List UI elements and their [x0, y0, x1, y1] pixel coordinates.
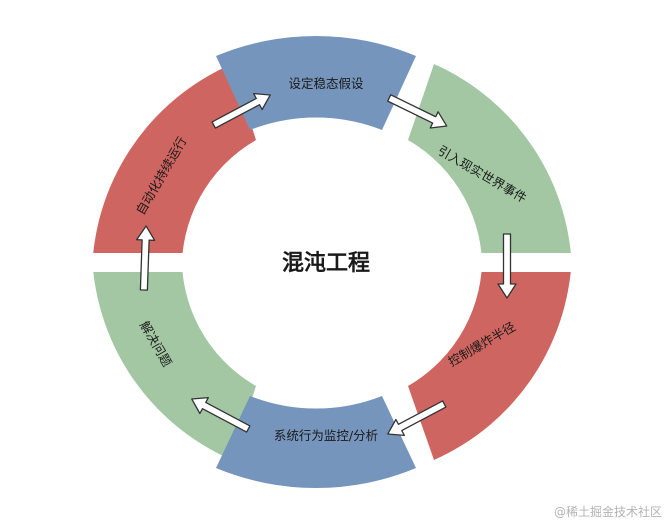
arrow-events-to-blast-icon — [497, 233, 517, 299]
label-analyze: 系统行为监控/分析 — [274, 428, 378, 443]
center-title: 混沌工程 — [282, 251, 370, 276]
arrow-solve-to-automate-icon — [135, 225, 156, 291]
arrow-hypothesis-to-events-icon — [387, 94, 448, 129]
arrow-automate-to-hypothesis-icon — [211, 92, 271, 129]
ring-top-half — [93, 35, 571, 253]
segment-automate — [93, 64, 256, 253]
segment-solve — [93, 272, 256, 460]
arrow-analyze-to-solve-icon — [191, 396, 251, 433]
segment-analyze — [216, 396, 416, 489]
arrow-blast-to-analyze-icon — [387, 400, 447, 437]
segment-events — [408, 64, 571, 253]
label-hypothesis: 设定稳态假设 — [288, 76, 364, 91]
segment-blast — [408, 272, 571, 460]
cycle-arrows — [135, 92, 517, 437]
segment-hypothesis — [216, 35, 416, 130]
watermark: @稀土掘金技术社区 — [553, 505, 662, 519]
